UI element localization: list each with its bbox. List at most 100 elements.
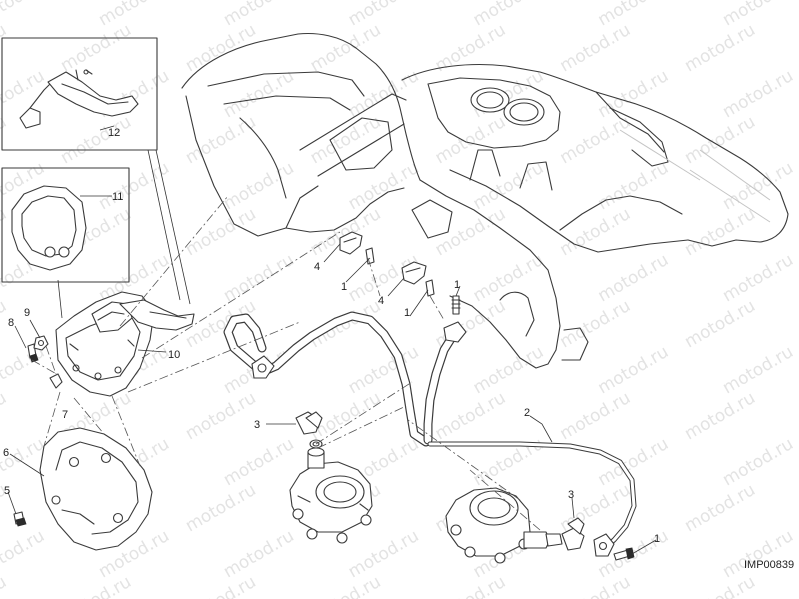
leader-lines — [7, 125, 657, 555]
image-code: IMP00839 — [744, 559, 794, 571]
watermark-text: motod.ru — [0, 342, 48, 398]
callout-7: 7 — [62, 409, 68, 421]
callout-1-c: 1 — [454, 279, 460, 291]
callout-1-b: 1 — [404, 307, 410, 319]
watermark-text: motod.ru — [307, 20, 385, 76]
watermark-text: motod.ru — [220, 434, 298, 490]
watermark-text: motod.ru — [681, 112, 759, 168]
watermark-text: motod.ru — [345, 526, 423, 582]
watermark-text: motod.ru — [432, 204, 510, 260]
watermark-text: motod.ru — [470, 342, 548, 398]
watermark-text: motod.ru — [557, 296, 635, 352]
watermark-text: motod.ru — [57, 572, 135, 599]
callout-8: 8 — [8, 317, 14, 329]
watermark-text: motod.ru — [345, 0, 423, 30]
master-cylinder-left — [289, 447, 373, 544]
screw-7 — [49, 373, 63, 389]
watermark-text: motod.ru — [557, 204, 635, 260]
watermark-text: motod.ru — [220, 0, 298, 30]
callout-4-upper: 4 — [314, 261, 320, 273]
watermark-text: motod.ru — [470, 250, 548, 306]
construction-lines — [31, 195, 541, 531]
watermark-text: motod.ru — [557, 112, 635, 168]
watermark-text: motod.ru — [0, 0, 48, 30]
frame-tank-outline — [181, 32, 789, 369]
nut-9 — [33, 335, 49, 351]
watermark-text: motod.ru — [220, 526, 298, 582]
watermark-text: motod.ru — [557, 20, 635, 76]
callout-4-lower: 4 — [378, 295, 384, 307]
callout-5: 5 — [4, 485, 10, 497]
fitting-3-lower — [561, 517, 585, 551]
watermark-text: motod.ru — [681, 204, 759, 260]
watermark-text: motod.ru — [681, 572, 759, 599]
callout-1-a: 1 — [341, 281, 347, 293]
screw-8 — [27, 343, 39, 363]
vertical-hose — [423, 321, 467, 445]
callout-2: 2 — [524, 407, 530, 419]
callout-9: 9 — [24, 307, 30, 319]
watermark-text: motod.ru — [595, 0, 673, 30]
watermark-text: motod.ru — [719, 0, 797, 30]
watermark-text: motod.ru — [220, 66, 298, 122]
watermark-text: motod.ru — [432, 572, 510, 599]
watermark-text: motod.ru — [595, 342, 673, 398]
callout-6: 6 — [3, 447, 9, 459]
watermark-text: motod.ru — [681, 296, 759, 352]
callout-10: 10 — [168, 349, 180, 361]
watermark-text: motod.ru — [0, 572, 10, 599]
watermark-text: motod.ru — [719, 526, 797, 582]
watermark-text: motod.ru — [557, 572, 635, 599]
master-cylinder-right — [445, 487, 563, 564]
watermark-text: motod.ru — [220, 158, 298, 214]
screw-lower-right — [613, 547, 635, 561]
watermark-text: motod.ru — [345, 158, 423, 214]
watermark-text: motod.ru — [182, 480, 260, 536]
callout-3-upper: 3 — [254, 419, 260, 431]
watermark-text: motod.ru — [719, 434, 797, 490]
callout-1-d: 1 — [654, 533, 660, 545]
watermark-text: motod.ru — [719, 250, 797, 306]
callout-12: 12 — [108, 127, 120, 139]
cover-6 — [39, 427, 153, 551]
callout-labels: 12 11 10 9 8 7 6 5 4 4 1 1 1 3 2 3 1 — [3, 127, 660, 545]
watermark-text: motod.ru — [95, 158, 173, 214]
watermark-text: motod.ru — [595, 250, 673, 306]
watermark-text: motod.ru — [719, 342, 797, 398]
inset-box-11 — [1, 167, 130, 283]
bracket-clip-lower — [401, 261, 435, 297]
callout-11: 11 — [112, 191, 123, 203]
watermark-text: motod.ru — [220, 250, 298, 306]
watermark-text: motod.ru — [57, 20, 135, 76]
watermark-text: motod.ru — [182, 204, 260, 260]
watermark-text: motod.ru — [95, 0, 173, 30]
watermark-text: motod.ru — [182, 572, 260, 599]
screw-5 — [13, 511, 27, 527]
watermark-text: motod.ru — [307, 572, 385, 599]
brake-line-2 — [427, 441, 637, 557]
watermark-text: motod.ru — [557, 388, 635, 444]
screw-upper-hose — [451, 295, 461, 315]
watermark-text: motod.ru — [0, 526, 48, 582]
watermark-text: motod.ru — [432, 112, 510, 168]
inset-box-12 — [1, 37, 158, 151]
watermark-text: motod.ru — [681, 20, 759, 76]
watermark-text: motod.ru — [182, 388, 260, 444]
reservoir-assembly-10 — [55, 291, 195, 397]
callout-3-lower: 3 — [568, 489, 574, 501]
watermark-text: motod.ru — [182, 112, 260, 168]
watermark-text: motod.ru — [57, 112, 135, 168]
watermark-text: motod.ru — [681, 388, 759, 444]
watermark-text: motod.ru — [0, 388, 10, 444]
watermark-text: motod.ru — [432, 388, 510, 444]
watermark-text: motod.ru — [345, 66, 423, 122]
watermark-text: motod.ru — [719, 66, 797, 122]
vent-hose — [223, 311, 431, 447]
watermark-text: motod.ru — [681, 480, 759, 536]
watermark-text: motod.ru — [470, 158, 548, 214]
watermark-text: motod.ru — [595, 158, 673, 214]
watermark-text: motod.ru — [182, 20, 260, 76]
watermark-text: motod.ru — [470, 0, 548, 30]
